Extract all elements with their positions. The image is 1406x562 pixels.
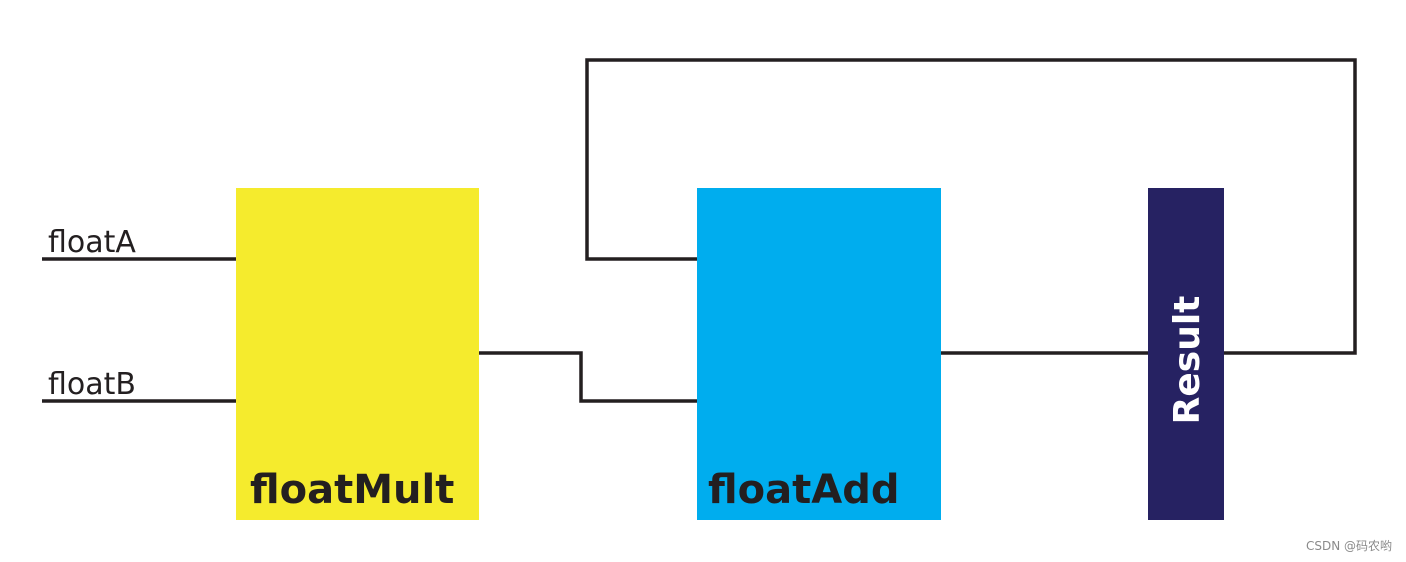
float-mult-label: floatMult (250, 467, 454, 513)
feedback-loop-wire (585, 58, 1357, 355)
mult-to-add-wire (479, 351, 697, 403)
float-mult-block (236, 188, 479, 520)
floatb-label: floatB (48, 367, 136, 402)
float-add-block (697, 188, 941, 520)
result-register (1148, 188, 1224, 520)
watermark: CSDN @码农哟 (1306, 539, 1392, 553)
result-label: Result (1167, 296, 1208, 425)
float-add-label: floatAdd (708, 467, 899, 513)
floata-label: floatA (48, 225, 136, 260)
